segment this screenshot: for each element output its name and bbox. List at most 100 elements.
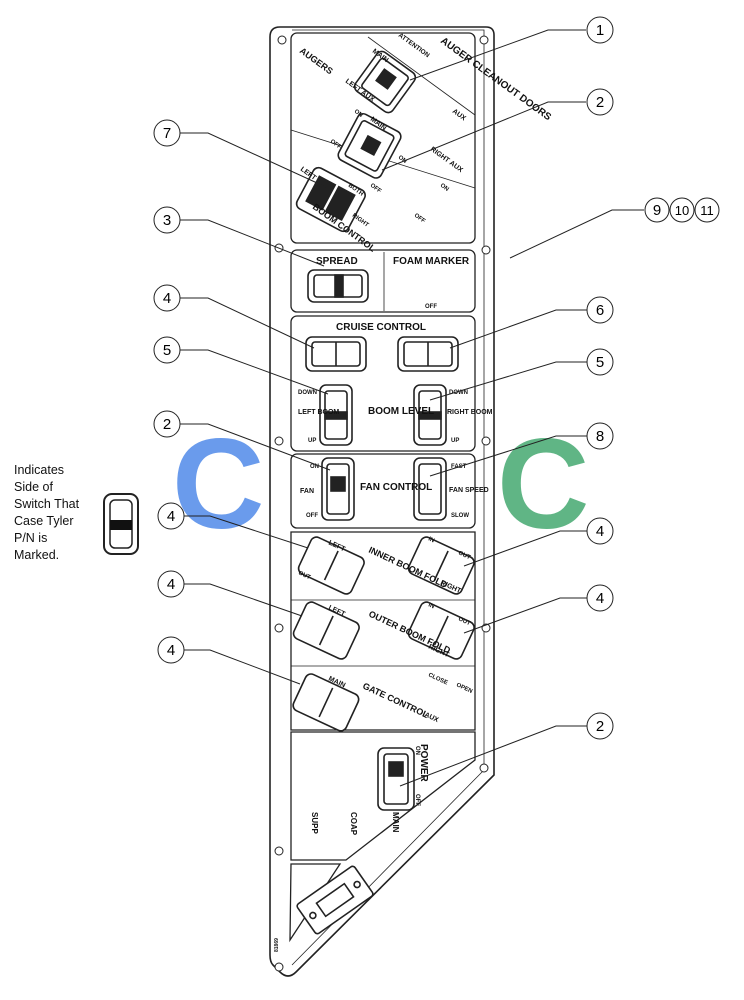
callout-4: 4 bbox=[157, 570, 185, 598]
callout-5: 5 bbox=[153, 336, 181, 364]
note-line: Indicates bbox=[14, 463, 65, 477]
off-label: OFF bbox=[425, 304, 437, 310]
outer-right-fold-switch[interactable] bbox=[407, 600, 476, 661]
callout-2: 2 bbox=[153, 410, 181, 438]
off-label: OFF bbox=[414, 794, 420, 806]
note-line: P/N is bbox=[14, 531, 48, 545]
up-label: UP bbox=[308, 438, 316, 444]
callout-4: 4 bbox=[153, 284, 181, 312]
panel-plate bbox=[269, 26, 495, 977]
out-label: OUT bbox=[457, 550, 471, 561]
svg-text:5: 5 bbox=[596, 354, 604, 371]
out-label: OUT bbox=[297, 570, 311, 581]
cruise-right-switch[interactable] bbox=[397, 336, 459, 372]
spread-label: SPREAD bbox=[316, 256, 358, 267]
supp-label: SUPP bbox=[310, 812, 319, 834]
foam-marker-label: FOAM MARKER bbox=[393, 256, 470, 267]
svg-text:2: 2 bbox=[163, 416, 171, 433]
callouts: 1 2 7 3 4 6 5 5 2 8 4 4 4 4 4 2 9 10 11 bbox=[153, 16, 720, 740]
fan-speed-label: FAN SPEED bbox=[449, 487, 489, 494]
out-label: OUT bbox=[457, 616, 471, 627]
watermark-letter: C bbox=[172, 413, 264, 556]
callout-2: 2 bbox=[586, 88, 614, 116]
svg-text:11: 11 bbox=[700, 203, 714, 218]
callout-4: 4 bbox=[586, 517, 614, 545]
note-line: Switch That bbox=[14, 497, 80, 511]
svg-text:4: 4 bbox=[596, 523, 604, 540]
svg-text:4: 4 bbox=[167, 508, 175, 525]
callout-1: 1 bbox=[586, 16, 614, 44]
on-label: ON bbox=[353, 109, 364, 119]
inner-right-fold-switch[interactable] bbox=[407, 535, 476, 596]
rocker-switches bbox=[291, 49, 476, 935]
callout-4: 4 bbox=[157, 636, 185, 664]
on-label: ON bbox=[397, 155, 408, 165]
down-label: DOWN bbox=[449, 390, 468, 396]
main-label: MAIN bbox=[391, 812, 400, 833]
note-line: Side of bbox=[14, 480, 53, 494]
callout-4: 4 bbox=[157, 502, 185, 530]
inner-left-fold-switch[interactable] bbox=[297, 535, 366, 596]
off-label: OFF bbox=[306, 513, 318, 519]
svg-text:7: 7 bbox=[163, 125, 171, 142]
callout-7: 7 bbox=[153, 119, 181, 147]
callout-11: 11 bbox=[694, 197, 720, 223]
svg-text:2: 2 bbox=[596, 718, 604, 735]
down-label: DOWN bbox=[298, 390, 317, 396]
outer-left-fold-switch[interactable] bbox=[292, 600, 361, 661]
callout-6: 6 bbox=[586, 296, 614, 324]
in-label: IN bbox=[427, 602, 435, 610]
svg-text:10: 10 bbox=[675, 203, 689, 218]
diagnostic-connector bbox=[296, 865, 374, 935]
callout-9: 9 bbox=[644, 197, 670, 223]
fan-control-label: FAN CONTROL bbox=[360, 482, 432, 493]
gate-control-switch[interactable] bbox=[291, 672, 360, 733]
svg-text:3: 3 bbox=[163, 212, 171, 229]
boom-level-label: BOOM LEVEL bbox=[368, 406, 434, 417]
fan-label: FAN bbox=[300, 488, 314, 495]
boom-control-switch[interactable] bbox=[294, 166, 367, 234]
in-label: IN bbox=[427, 536, 435, 544]
leader-lines bbox=[180, 29, 644, 787]
reference-number: 81869 bbox=[274, 938, 280, 952]
left-boom-label: LEFT BOOM bbox=[298, 409, 339, 416]
augers-main-switch[interactable] bbox=[336, 112, 403, 180]
callout-2: 2 bbox=[586, 712, 614, 740]
fan-switch[interactable] bbox=[321, 457, 355, 521]
spread-switch[interactable] bbox=[307, 269, 369, 303]
on-label: ON bbox=[310, 464, 319, 470]
watermark-letter: C bbox=[497, 413, 589, 556]
right-boom-label: RIGHT BOOM bbox=[447, 409, 493, 416]
note-line: Case Tyler bbox=[14, 514, 74, 528]
callout-4: 4 bbox=[586, 584, 614, 612]
callout-10: 10 bbox=[669, 197, 695, 223]
callout-3: 3 bbox=[153, 206, 181, 234]
svg-text:8: 8 bbox=[596, 428, 604, 445]
svg-text:6: 6 bbox=[596, 302, 604, 319]
svg-text:1: 1 bbox=[596, 22, 604, 39]
svg-text:4: 4 bbox=[163, 290, 171, 307]
cruise-control-label: CRUISE CONTROL bbox=[336, 322, 426, 333]
svg-text:9: 9 bbox=[653, 202, 661, 219]
power-label: POWER bbox=[418, 744, 429, 783]
cruise-left-switch[interactable] bbox=[305, 336, 367, 372]
left-boom-switch[interactable] bbox=[319, 384, 353, 446]
callout-5: 5 bbox=[586, 348, 614, 376]
svg-text:4: 4 bbox=[596, 590, 604, 607]
switch-marking-note: Indicates Side of Switch That Case Tyler… bbox=[14, 462, 114, 564]
svg-text:5: 5 bbox=[163, 342, 171, 359]
svg-text:4: 4 bbox=[167, 642, 175, 659]
slow-label: SLOW bbox=[451, 513, 469, 519]
on-label: ON bbox=[439, 183, 450, 193]
right-boom-switch[interactable] bbox=[413, 384, 447, 446]
coap-label: COAP bbox=[349, 812, 358, 836]
note-line: Marked. bbox=[14, 548, 60, 562]
power-switch[interactable] bbox=[377, 747, 415, 811]
auger-cleanout-main-switch[interactable] bbox=[352, 49, 417, 115]
on-label: ON bbox=[414, 746, 420, 755]
svg-text:2: 2 bbox=[596, 94, 604, 111]
callout-8: 8 bbox=[586, 422, 614, 450]
svg-text:4: 4 bbox=[167, 576, 175, 593]
up-label: UP bbox=[451, 438, 459, 444]
